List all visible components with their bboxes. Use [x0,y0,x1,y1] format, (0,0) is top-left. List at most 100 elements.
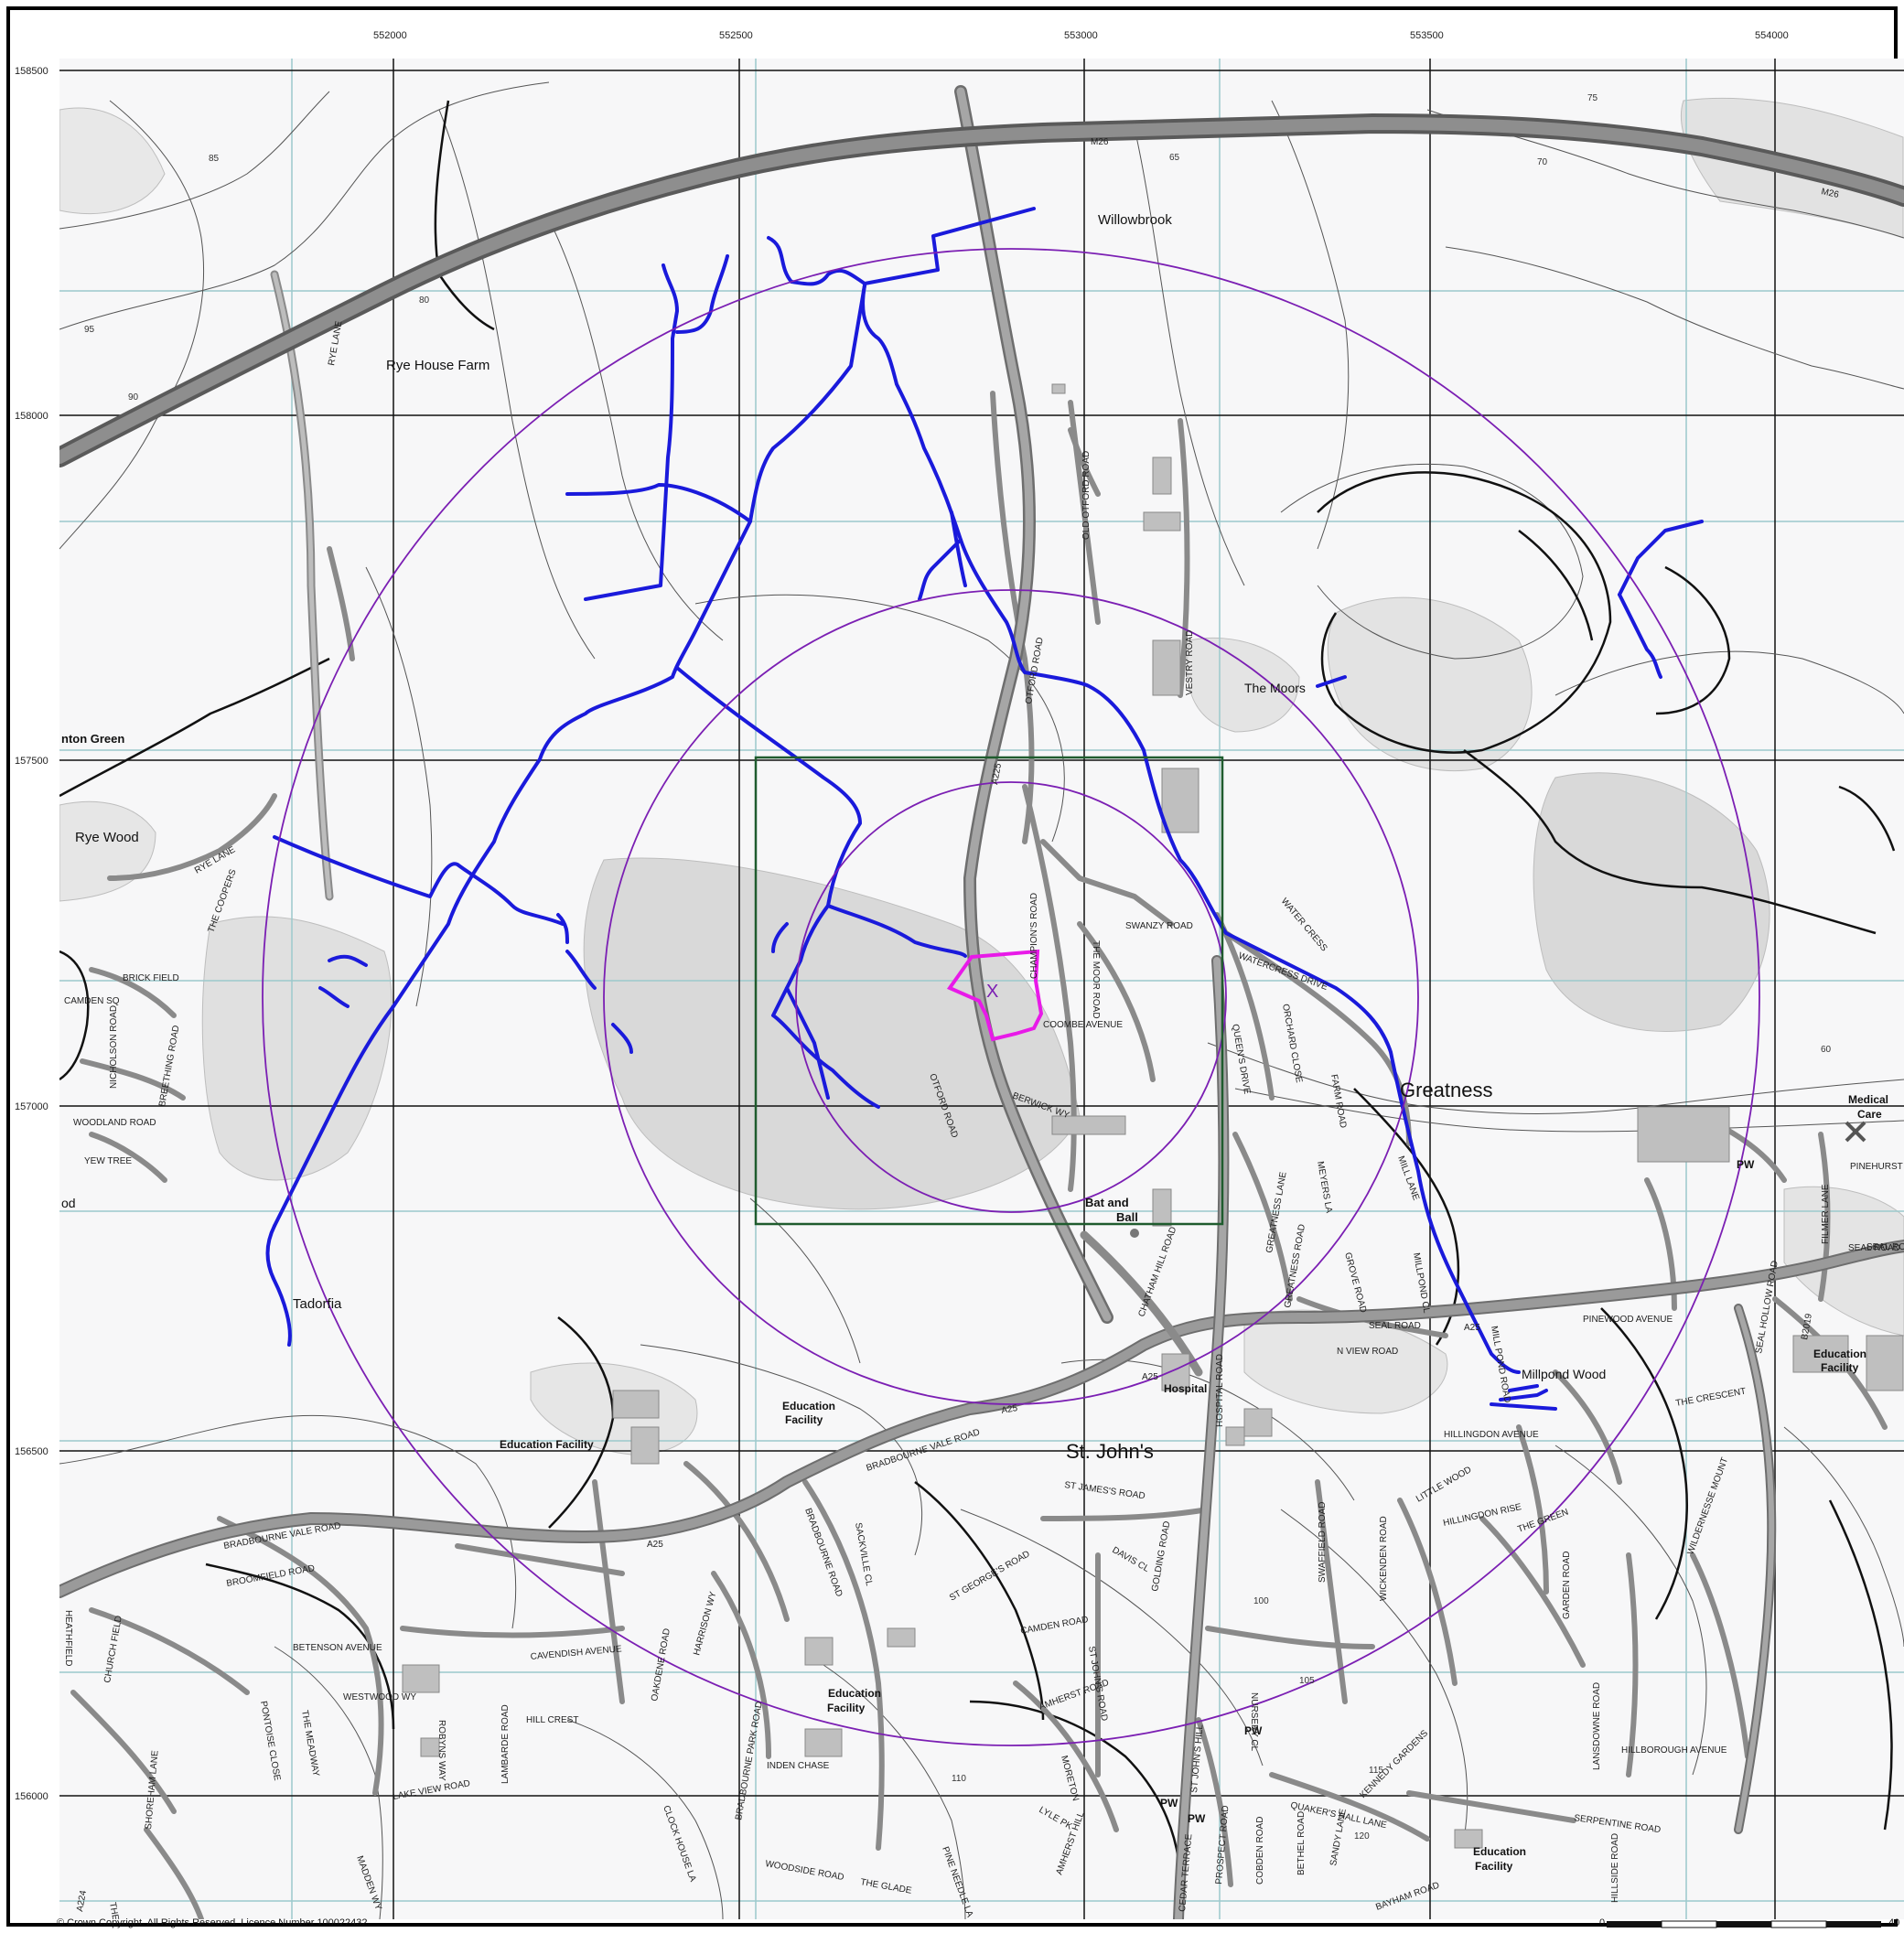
index-contours [59,100,1896,1885]
road-nicholson: NICHOLSON ROAD [109,1005,119,1089]
northing-156500: 156500 [15,1446,48,1457]
road-hill-crest: HILL CREST [526,1715,578,1725]
easting-553500: 553500 [1410,30,1444,41]
road-lambarde: LAMBARDE ROAD [500,1704,511,1784]
contour-85: 85 [209,154,220,164]
road-b2019: B2019 [1800,1313,1814,1341]
road-camden-sq: CAMDEN SQ [64,996,120,1006]
scale-start-label: 0 [1599,1917,1606,1928]
road-seal-road-2: SEAL ROAD [1848,1243,1900,1253]
easting-552000: 552000 [373,30,407,41]
place-education-3: Education [828,1687,881,1700]
road-betenson: BETENSON AVENUE [293,1643,382,1653]
road-a225: A225 [990,762,1004,785]
place-facility-3: Facility [827,1702,866,1714]
road-westwood: WESTWOOD WY [343,1692,416,1702]
road-hospital: HOSPITAL ROAD [1215,1354,1225,1427]
road-seal-road: SEAL ROAD [1369,1321,1421,1331]
place-facility-2: Facility [1821,1361,1859,1374]
road-wickenden: WICKENDEN ROAD [1379,1516,1389,1601]
place-education-1: Education [782,1400,835,1412]
place-medical: Medical [1848,1093,1888,1106]
road-a25-2: A25 [1142,1372,1158,1382]
road-garden: GARDEN ROAD [1562,1552,1572,1619]
scale-bar [1607,1920,1881,1928]
place-rye-wood: Rye Wood [75,830,139,845]
place-willowbrook: Willowbrook [1098,212,1172,228]
contour-65: 65 [1169,153,1180,163]
contour-80: 80 [419,295,430,306]
place-pw-3: PW [1160,1797,1178,1810]
easting-554000: 554000 [1755,30,1789,41]
contour-labels: 95 90 85 80 75 70 65 60 100 105 110 115 … [84,93,1832,1842]
place-rye-house-farm: Rye House Farm [386,358,489,373]
northing-158500: 158500 [15,66,48,77]
road-coombe: COOMBE AVENUE [1043,1020,1123,1030]
road-vestry: VESTRY ROAD [1185,630,1195,695]
contour-60: 60 [1821,1045,1832,1055]
place-millpond-wood: Millpond Wood [1522,1367,1606,1381]
contour-lines [59,81,1904,1919]
major-grid [59,59,1904,1919]
place-care: Care [1857,1108,1882,1121]
road-hillingdon: HILLINGDON AVENUE [1444,1430,1539,1440]
major-roads [59,85,1904,1919]
contour-100: 100 [1253,1596,1269,1606]
site-boundary[interactable] [946,949,1044,1042]
road-brick-field: BRICK FIELD [123,973,179,983]
streams [265,207,1704,1411]
place-pw-1: PW [1737,1158,1755,1171]
contour-115: 115 [1369,1766,1383,1776]
road-nursery: NURSERY CL [1249,1692,1259,1752]
northing-158000: 158000 [15,411,48,422]
road-cobden: COBDEN ROAD [1255,1817,1265,1885]
contour-110: 110 [952,1774,966,1784]
place-nton-green: nton Green [61,732,124,746]
road-a25-4: A25 [647,1540,663,1550]
scale-end-label: 40 [1888,1917,1900,1928]
road-hillside: HILLSIDE ROAD [1610,1833,1620,1903]
northing-157000: 157000 [15,1101,48,1112]
contour-105: 105 [1299,1676,1315,1686]
contour-90: 90 [128,392,139,403]
road-swaffield: SWAFFIELD ROAD [1318,1501,1328,1583]
northing-157500: 157500 [15,756,48,767]
place-the-moors: The Moors [1244,681,1306,695]
road-lansdowne: LANSDOWNE ROAD [1592,1682,1602,1770]
road-pinewood: PINEWOOD AVENUE [1583,1315,1673,1325]
road-seal-ro: SEAL RO [1866,1242,1904,1252]
road-old-otford: OLD OTFORD ROAD [1081,451,1092,540]
road-swanzy: SWANZY ROAD [1125,921,1193,931]
place-education-4: Education [1473,1845,1526,1858]
place-tadorfia: Tadorfia [293,1296,342,1312]
medical-care-icon [1845,1121,1866,1143]
road-m26-2: M26 [1820,187,1840,200]
woodland-areas [59,97,1904,1455]
road-n-view: N VIEW ROAD [1337,1347,1398,1357]
contour-95: 95 [84,325,95,335]
search-square [754,756,1224,1226]
buildings [402,383,1904,1849]
road-woodland: WOODLAND ROAD [73,1118,156,1128]
road-champions: CHAMPION'S ROAD [1029,893,1039,979]
site-marker: X [986,982,998,1002]
place-hospital: Hospital [1164,1382,1207,1395]
place-pw-4: PW [1188,1812,1206,1825]
road-m26-1: M26 [1091,137,1109,147]
contour-75: 75 [1587,93,1598,103]
bat-and-ball-marker [1130,1229,1139,1238]
buffer-rings [262,248,1760,1746]
road-yew-tree: YEW TREE [84,1156,132,1166]
easting-553000: 553000 [1064,30,1098,41]
contour-120: 120 [1354,1831,1370,1842]
road-robyns: ROBYNS WAY [436,1720,446,1781]
place-bat-and: Bat and [1085,1196,1129,1209]
place-education-facility: Education Facility [500,1438,594,1451]
road-bethel: BETHEL ROAD [1296,1811,1307,1875]
road-filmer: FILMER LANE [1821,1184,1831,1244]
road-pinehurst: PINEHURST [1850,1162,1903,1172]
place-greatness: Greatness [1400,1079,1493,1101]
road-a224: A224 [75,1889,89,1912]
road-hillborough: HILLBOROUGH AVENUE [1621,1745,1727,1756]
